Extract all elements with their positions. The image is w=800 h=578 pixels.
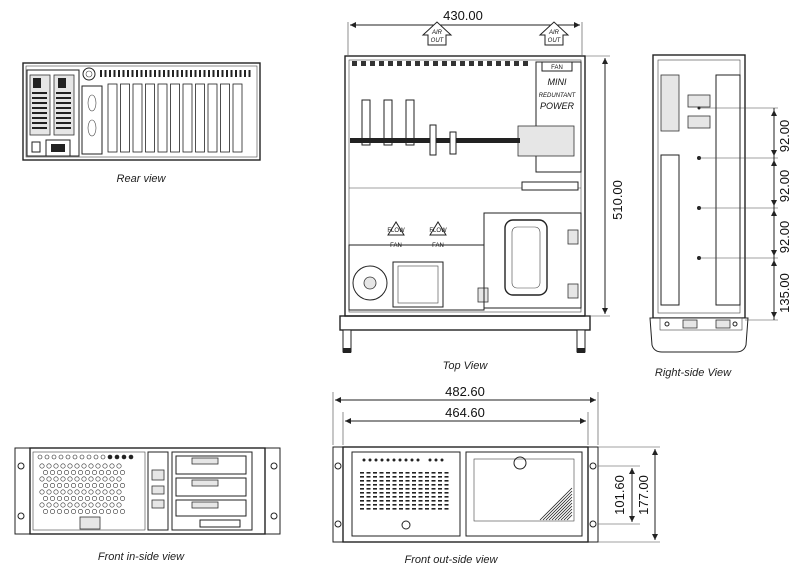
svg-text:FAN: FAN — [390, 243, 402, 249]
psu-label-reduntant: REDUNTANT — [539, 93, 577, 99]
right-side-view-label: Right-side View — [655, 367, 732, 379]
front-inside-control-panel — [147, 451, 169, 531]
front-height-inner-dimension: 101.60 — [612, 475, 627, 515]
front-inside-led-row — [37, 454, 134, 460]
rear-chassis-outline — [22, 62, 261, 161]
rear-io-plate — [81, 85, 103, 155]
front-inside-fan-grill — [39, 463, 126, 514]
fan-flow-marker-left: FLOW FAN — [387, 221, 405, 249]
air-out-arrow-1: AIR OUT — [421, 21, 453, 46]
top-width-dimension: 430.00 — [443, 8, 483, 23]
fan-rotor-icon — [352, 265, 388, 301]
fan-flow-marker-right: FLOW FAN — [429, 221, 447, 249]
fan-bay — [348, 244, 485, 311]
front-outside-power-button — [401, 520, 411, 530]
side-bracket-bottom-left — [660, 154, 680, 306]
rear-fan-icon — [82, 67, 96, 81]
top-front-rail — [339, 315, 591, 331]
svg-text:OUT: OUT — [548, 38, 562, 44]
svg-text:FLOW: FLOW — [429, 228, 447, 234]
psu-label-power: POWER — [540, 101, 575, 111]
svg-text:FLOW: FLOW — [387, 228, 405, 234]
front-outside-view-label: Front out-side view — [405, 554, 499, 566]
front-outside-lock — [513, 456, 527, 470]
side-dimension-2: 92.00 — [777, 170, 792, 203]
fan-top-label: FAN — [551, 65, 563, 71]
top-rear-vents — [352, 61, 528, 66]
fan-controller-board — [392, 261, 444, 308]
rear-top-vents — [100, 70, 251, 77]
front-height-outer-dimension: 177.00 — [636, 475, 651, 515]
top-depth-dimension: 510.00 — [610, 180, 625, 220]
front-outside-vent-slots — [360, 472, 449, 510]
front-outside-chassis — [342, 446, 589, 543]
front-inside-view-label: Front in-side view — [98, 551, 185, 563]
front-inside-chassis — [29, 447, 266, 535]
front-outside-door-hatch — [539, 487, 573, 521]
svg-text:FAN: FAN — [432, 243, 444, 249]
front-outside-door — [465, 451, 583, 537]
psu-label-mini: MINI — [548, 77, 567, 87]
rear-view-label: Rear view — [117, 173, 167, 185]
svg-text:AIR: AIR — [548, 30, 560, 36]
rear-view: Rear view — [22, 62, 261, 185]
rear-expansion-slots — [107, 83, 243, 153]
psu-module — [517, 125, 575, 157]
front-inside-view: Front in-side view — [14, 447, 281, 563]
rear-psu-vents — [32, 92, 71, 129]
front-outside-left-panel — [351, 451, 461, 537]
front-width-inner-dimension: 464.60 — [445, 405, 485, 420]
front-width-outer-dimension: 482.60 — [445, 384, 485, 399]
drive-window — [504, 219, 548, 296]
right-side-view: 92.00 92.00 92.00 135.00 Right-side View — [649, 54, 792, 379]
front-outside-indicator-dots — [362, 458, 444, 462]
side-dimension-1: 92.00 — [777, 120, 792, 153]
svg-text:AIR: AIR — [431, 30, 443, 36]
side-bracket-top-left — [660, 74, 680, 132]
front-inside-lock — [79, 516, 101, 530]
side-bracket-right — [715, 74, 741, 306]
front-outside-view: 482.60 464.60 101.60 177.00 — [332, 384, 660, 566]
top-view: 430.00 AIR OUT AIR OUT FAN MINI REDUNTAN… — [339, 8, 625, 372]
air-out-arrow-2: AIR OUT — [538, 21, 570, 46]
side-dimension-3: 92.00 — [777, 221, 792, 254]
svg-text:OUT: OUT — [431, 38, 445, 44]
side-dimension-4: 135.00 — [777, 273, 792, 313]
front-inside-drive-bays — [171, 451, 253, 531]
top-view-label: Top View — [443, 360, 489, 372]
